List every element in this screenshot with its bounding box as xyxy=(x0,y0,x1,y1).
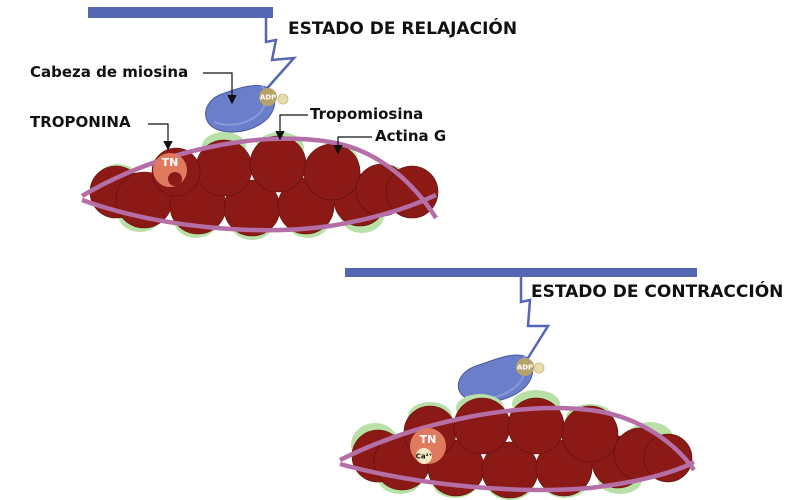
phosphate-relaxation xyxy=(277,93,289,105)
calcium-ion xyxy=(416,448,432,464)
myosin-neck-contraction xyxy=(519,277,551,359)
troponin-pointer xyxy=(148,123,173,151)
myosin-head-label: Cabeza de miosina xyxy=(30,63,188,81)
troponin-binding-site-relaxation xyxy=(168,172,182,186)
troponin-relaxation: TN xyxy=(153,153,187,187)
contraction-title: ESTADO DE CONTRACCIÓN xyxy=(531,280,783,302)
thick-filament-contraction xyxy=(345,268,697,277)
tropomyosin-strand-upper-contraction xyxy=(338,405,696,472)
adp-label-contraction: ADP xyxy=(517,364,533,372)
myosin-head-pointer xyxy=(203,72,237,105)
myosin-neck-relaxation xyxy=(261,18,298,95)
tropomyosin-strand-upper-relaxation xyxy=(80,136,438,220)
troponin-label: TROPONINA xyxy=(30,113,131,131)
tropomyosin-strand-lower-relaxation xyxy=(81,192,437,233)
tropomyosin-strand-lower-contraction xyxy=(339,460,696,493)
thick-filament-relaxation xyxy=(88,7,273,18)
contraction-state: ADP xyxy=(338,268,783,500)
tropomyosin-label: Tropomiosina xyxy=(310,105,423,123)
actin-g-dark-relaxation xyxy=(89,135,439,237)
relaxation-title: ESTADO DE RELAJACIÓN xyxy=(288,17,517,39)
actin-g-label: Actina G xyxy=(375,127,446,145)
myosin-head-relaxation: ADP xyxy=(205,85,289,133)
tropomyosin-pointer xyxy=(275,114,308,141)
actin-g-pointer xyxy=(333,136,372,155)
adp-molecule-contraction xyxy=(516,358,534,376)
adp-molecule-relaxation xyxy=(259,88,277,106)
adp-label-relaxation: ADP xyxy=(260,94,276,102)
troponin-tn-label-relaxation: TN xyxy=(162,156,179,169)
calcium-label: Ca²⁺ xyxy=(416,453,433,461)
troponin-tn-label-contraction: TN xyxy=(420,433,437,446)
relaxation-state: ADP xyxy=(30,7,517,240)
phosphate-contraction xyxy=(533,362,545,374)
troponin-contraction: TN Ca²⁺ xyxy=(410,428,446,464)
